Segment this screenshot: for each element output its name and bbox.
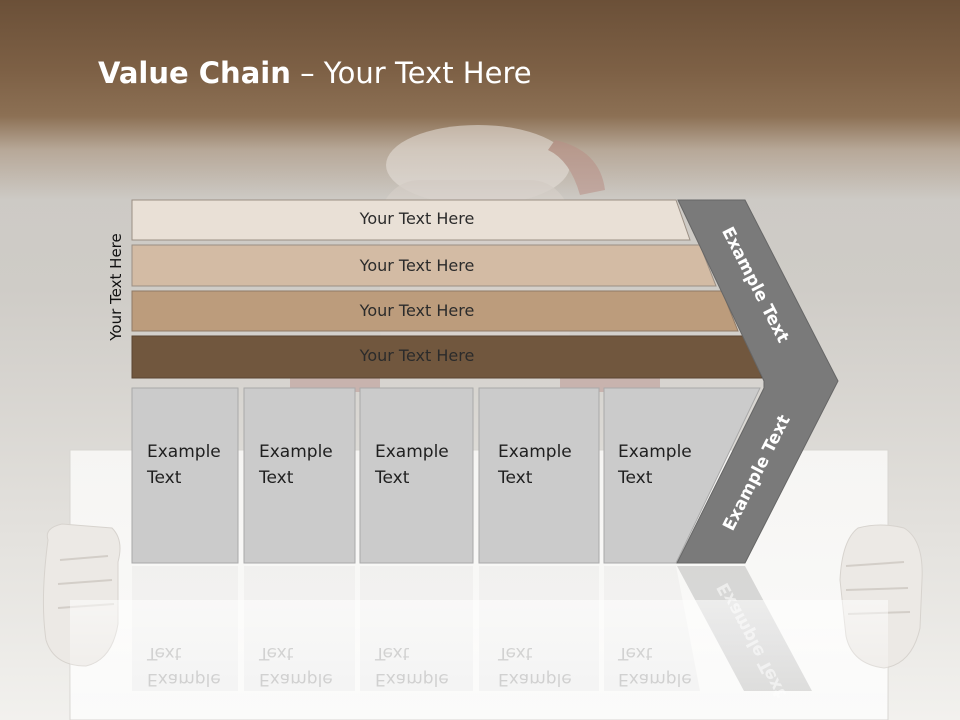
box-1-line-2: Text: [147, 468, 182, 488]
row-label-1: Your Text Here: [359, 209, 475, 228]
box-3-reflection-line-2: Text: [375, 643, 410, 663]
box-1-reflection-line-1: Example: [147, 669, 221, 689]
row-label-2: Your Text Here: [359, 256, 475, 275]
box-5-reflection-line-1: Example: [618, 669, 692, 689]
box-3-line-1: Example: [375, 442, 449, 462]
row-label-4: Your Text Here: [359, 346, 475, 365]
box-1-line-1: Example: [147, 442, 221, 462]
box-5-reflection-line-2: Text: [618, 643, 653, 663]
title-rest: – Your Text Here: [290, 56, 532, 90]
box-5: [603, 387, 761, 564]
box-2-reflection-line-2: Text: [259, 643, 294, 663]
box-3-line-2: Text: [375, 468, 410, 488]
row-bar-2: [131, 244, 717, 287]
box-5-reflection: Example Text: [618, 640, 692, 692]
box-4-reflection-line-1: Example: [498, 669, 572, 689]
box-2-reflection-line-1: Example: [259, 669, 333, 689]
chevron-arrow: [676, 199, 839, 564]
box-4-line-1: Example: [498, 442, 572, 462]
box-1-reflection: Example Text: [147, 640, 221, 692]
box-4-reflection-line-2: Text: [498, 643, 533, 663]
row-bar-3: [131, 290, 739, 332]
box-2: [243, 387, 356, 564]
box-3-reflection: Example Text: [375, 640, 449, 692]
box-5-line-1: Example: [618, 442, 692, 462]
box-4: [478, 387, 600, 564]
box-4-line-2: Text: [498, 468, 533, 488]
box-2-line-2: Text: [259, 468, 294, 488]
box-4-reflection: Example Text: [498, 640, 572, 692]
row-bar-1: [131, 199, 691, 241]
slide-title: Value Chain – Your Text Here: [98, 56, 532, 90]
box-2-reflection: Example Text: [259, 640, 333, 692]
box-3: [359, 387, 474, 564]
row-label-3: Your Text Here: [359, 301, 475, 320]
box-1: [131, 387, 239, 564]
box-2-line-1: Example: [259, 442, 333, 462]
box-5-line-2: Text: [618, 468, 653, 488]
row-bar-4: [131, 335, 763, 379]
title-bold: Value Chain: [98, 56, 291, 90]
box-3-reflection-line-1: Example: [375, 669, 449, 689]
box-1-reflection-line-2: Text: [147, 643, 182, 663]
side-label: Your Text Here: [107, 233, 125, 341]
